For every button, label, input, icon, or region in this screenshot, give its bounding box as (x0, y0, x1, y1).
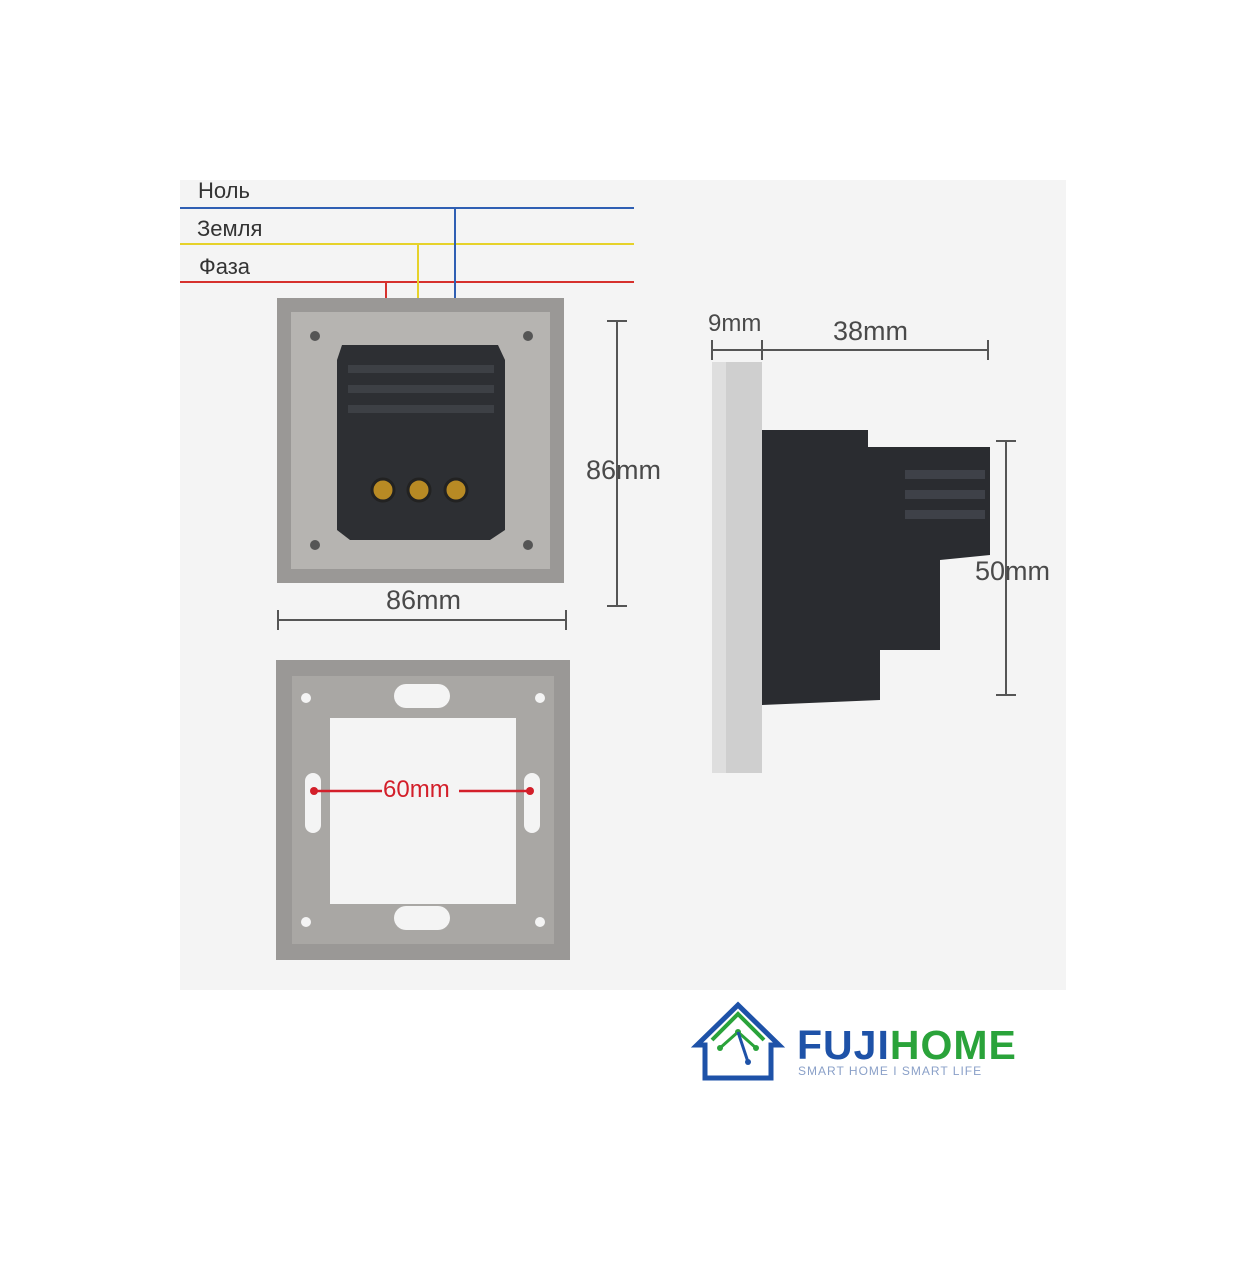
socket-side-view (712, 362, 990, 773)
phase-terminal (370, 477, 396, 503)
phase-wire-label: Фаза (199, 254, 251, 279)
front-height-label: 86mm (586, 455, 662, 485)
mounting-frame (276, 660, 570, 960)
brand-name: FUJIHOME (797, 1022, 1017, 1069)
neutral-terminal (443, 477, 469, 503)
socket-back-view (277, 298, 564, 583)
front-width-label: 86mm (386, 585, 462, 615)
front-width-dimension (277, 610, 567, 630)
side-body-height-label: 50mm (975, 556, 1051, 586)
brand-name-part1: FUJI (797, 1022, 890, 1068)
frame-opening-label: 60mm (383, 776, 450, 803)
brand-name-part2: HOME (889, 1022, 1017, 1068)
ground-terminal (406, 477, 432, 503)
frame-opening-dimension (310, 787, 534, 795)
side-plate-depth-label: 9mm (708, 310, 762, 337)
neutral-wire-label: Ноль (198, 178, 250, 203)
side-height-dimension (996, 440, 1016, 696)
frame-opening (330, 718, 516, 904)
front-height-dimension (607, 320, 627, 607)
brand-tagline: SMART HOME I SMART LIFE (798, 1064, 983, 1078)
ground-wire-label: Земля (197, 216, 263, 241)
side-depth-dimensions (711, 340, 989, 360)
socket-mechanism (337, 345, 505, 540)
side-body-depth-label: 38mm (833, 316, 909, 346)
house-circuit-icon (690, 1001, 786, 1081)
